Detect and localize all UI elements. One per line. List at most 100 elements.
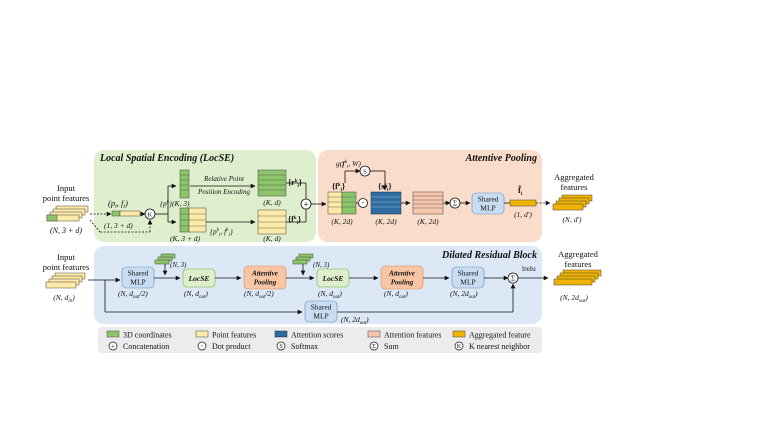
svg-text:3D coordinates: 3D coordinates [123, 331, 172, 340]
svg-text:Point features: Point features [212, 331, 256, 340]
res-coords-2 [292, 253, 314, 265]
feature-f-stack [257, 209, 287, 235]
encoded-dim: (K, d) [263, 198, 281, 207]
res-mlp1 [121, 266, 155, 289]
legend-item-attention-scores: Attention scores [274, 331, 343, 340]
legend-item-point-features: Point features [195, 331, 256, 340]
svg-text:Sum: Sum [384, 342, 399, 351]
relative-encoding-1: Relative Point [203, 175, 245, 183]
res-coords2-dim: (N, 3) [313, 261, 330, 269]
locse-title: Local Spatial Encoding (LocSE) [99, 153, 234, 164]
r-set-label: {rki} [288, 178, 302, 189]
res-mlp1-label-1: Shared [128, 269, 149, 278]
res-locse2-label: LocSE [322, 274, 344, 283]
pool-mlp-label-2: MLP [480, 204, 495, 213]
legend-concatenation: + Concatenation [108, 341, 169, 351]
encoded-r-stack [257, 169, 287, 197]
res-mlp2-label-1: Shared [458, 269, 479, 278]
input-label: Input [57, 183, 76, 193]
input-label-2: point features [43, 193, 90, 203]
res-pool1-dim: (N, dout/2) [244, 289, 274, 300]
res-locse1-dim: (N, dout) [184, 289, 208, 300]
res-pool2-label-2: Pooling [391, 279, 414, 287]
res-out-label-1: Aggregated [558, 249, 598, 259]
res-mlp1-dim: (N, dout/2) [118, 289, 148, 300]
legend-item-aggregated-feature: Aggregated feature [452, 331, 531, 340]
knn-symbol: K [148, 212, 153, 219]
legend-panel [98, 327, 542, 353]
svg-text:Dot product: Dot product [212, 342, 251, 351]
sum-symbol: Σ [453, 200, 457, 208]
pool-out-dim: (1, d') [514, 210, 532, 219]
res-locse1-label: LocSE [188, 274, 210, 283]
pool-shared-mlp [471, 192, 505, 215]
res-skip-mlp [304, 300, 338, 323]
svg-text:Softmax: Softmax [291, 342, 318, 351]
concat-dim: (K, 2d) [331, 217, 353, 226]
feat-dim: (K, d) [263, 234, 281, 243]
knn-icon: K [457, 344, 462, 350]
concat-symbol: + [303, 200, 308, 210]
point-dim: (1, 3 + d) [104, 221, 133, 230]
weighted-dim: (K, 2d) [417, 217, 439, 226]
res-pool2 [380, 265, 424, 290]
res-pool1 [243, 265, 287, 290]
softmax-symbol: S [363, 169, 367, 176]
res-coords1-dim: (N, 3) [170, 261, 187, 269]
svg-text:Aggregated feature: Aggregated feature [469, 331, 531, 340]
res-input-stack [45, 272, 86, 289]
res-activation: lrelu [522, 264, 536, 273]
res-mlp2 [451, 266, 485, 289]
svg-text:Concatenation: Concatenation [123, 342, 169, 351]
svg-text:Attention scores: Attention scores [291, 331, 343, 340]
aggregated-dim: (N, d') [562, 215, 582, 224]
legend-sum: Σ Sum [369, 341, 399, 351]
dot-symbol: · [361, 198, 364, 209]
dot-product-icon: · [201, 341, 204, 351]
neighbor-coords [179, 169, 190, 199]
dot-node [358, 198, 368, 208]
svg-text:Attention features: Attention features [384, 331, 442, 340]
concat-feature-stack [327, 191, 357, 215]
res-coords-1 [154, 253, 176, 265]
res-sum-symbol: Σ [511, 275, 515, 283]
point-vector-green [111, 210, 121, 217]
aggregated-stack [552, 194, 593, 211]
legend-item-3d-coordinates: 3D coordinates [106, 331, 172, 340]
concatenation-icon: + [111, 343, 115, 351]
softmax-icon: S [279, 344, 282, 350]
legend-dot-product: · Dot product [197, 341, 251, 351]
legend-knn: K K nearest neighbor [454, 341, 530, 351]
res-pool2-dim: (N, dout) [384, 289, 408, 300]
attention-features-stack [412, 191, 444, 215]
g-label: g(fki, W) [336, 159, 361, 170]
res-skip-dim: (N, 2dout) [341, 315, 369, 326]
pooling-title: Attentive Pooling [465, 153, 537, 164]
res-output-stack [553, 269, 602, 286]
res-skip-label-1: Shared [311, 303, 332, 312]
res-mlp1-label-2: MLP [130, 278, 145, 287]
res-pool1-label-2: Pooling [254, 279, 277, 287]
input-point-stack [46, 205, 89, 222]
svg-text:K nearest neighbor: K nearest neighbor [469, 342, 530, 351]
res-pool2-label-1: Attentive [388, 270, 415, 278]
res-locse2-dim: (N, dout) [318, 289, 342, 300]
relative-encoding-2: Position Encoding [197, 188, 250, 196]
concat-f-label: {fki} [332, 182, 345, 193]
legend-item-attention-features: Attention features [367, 331, 442, 340]
res-mlp2-label-2: MLP [460, 278, 475, 287]
pool-output-vector [509, 199, 537, 207]
legend-softmax: S Softmax [276, 341, 318, 351]
attention-scores-stack [370, 191, 402, 215]
res-input-label-1: Input [57, 252, 76, 262]
res-skip-label-2: MLP [313, 312, 328, 321]
point-vector-yellow [119, 210, 141, 217]
res-input-label-2: point features [43, 262, 90, 272]
s-set-label: {ski} [378, 182, 392, 193]
res-mlp2-dim: (N, 2dout) [450, 289, 478, 300]
scores-dim: (K, 2d) [375, 217, 397, 226]
aggregated-label-2: features [561, 182, 588, 192]
res-out-label-2: features [565, 259, 592, 269]
neighbor-coords-label: {pk}(K, 3) [160, 199, 190, 208]
res-input-dim: (N, din) [53, 293, 75, 304]
